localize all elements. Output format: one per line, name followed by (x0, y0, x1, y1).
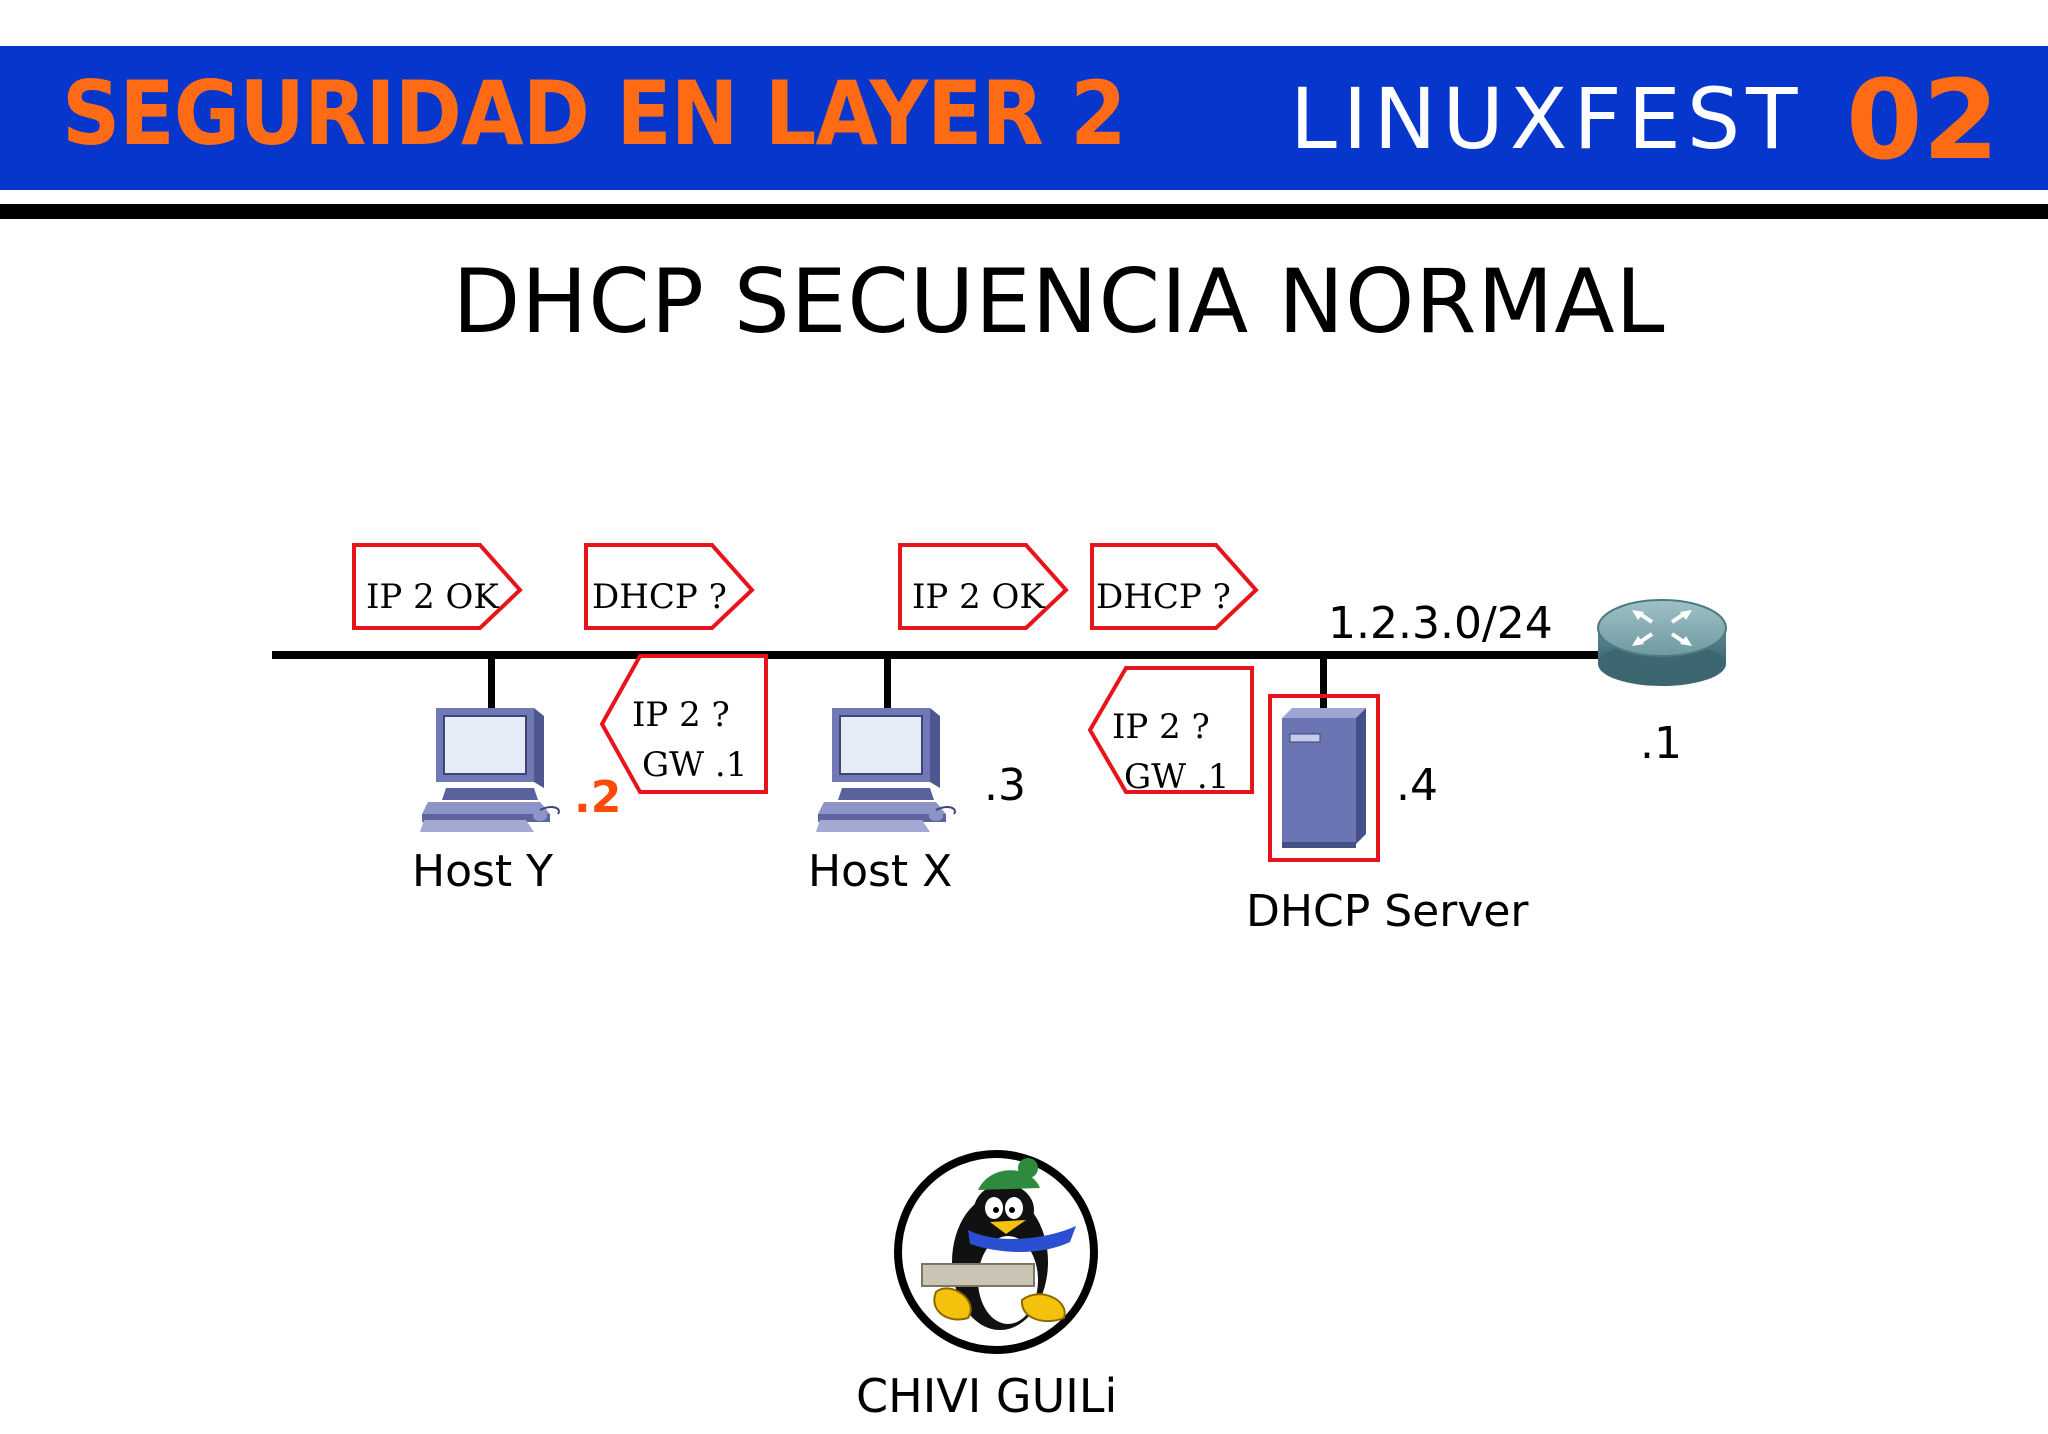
subnet-label: 1.2.3.0/24 (1328, 598, 1553, 649)
offer-tag-host-y (599, 654, 768, 794)
dhcp-server-icon (1268, 694, 1380, 862)
msg-host-x-ok: IP 2 OK (912, 577, 1045, 617)
offer-host-y-ip: IP 2 ? (632, 695, 730, 735)
offer-tag-server (1087, 666, 1254, 794)
dhcp-server-label: DHCP Server (1246, 886, 1529, 937)
footer-credit: CHIVI GUILi (856, 1369, 1117, 1423)
event-number: 02 (1846, 56, 2000, 184)
server-link (1320, 655, 1327, 711)
header-divider-thick (0, 204, 2048, 219)
router-address: .1 (1640, 718, 1682, 769)
host-y-label: Host Y (412, 846, 553, 897)
presentation-title: SEGURIDAD EN LAYER 2 (62, 62, 1127, 165)
router-icon (1597, 599, 1727, 686)
host-y-computer-icon (420, 708, 560, 832)
offer-host-y-gw: GW .1 (642, 745, 747, 785)
slide-title: DHCP SECUENCIA NORMAL (452, 250, 1666, 353)
header-banner (0, 46, 2048, 190)
offer-server-ip: IP 2 ? (1112, 707, 1210, 747)
event-name: LINUXFEST (1290, 70, 1804, 168)
msg-host-x-request: DHCP ? (1096, 577, 1231, 617)
host-y-address: .2 (574, 772, 621, 823)
host-x-label: Host X (808, 846, 952, 897)
message-tag-host-x-request (1090, 543, 1259, 630)
header-divider-thin (0, 192, 2048, 198)
host-x-link (884, 655, 891, 711)
server-address: .4 (1396, 760, 1438, 811)
message-tag-host-y-ok (352, 543, 523, 630)
server-highlight-box (1268, 694, 1380, 862)
offer-server-gw: GW .1 (1124, 757, 1229, 797)
message-tag-host-x-ok (898, 543, 1069, 630)
network-bus (272, 651, 1598, 659)
host-x-computer-icon (816, 708, 956, 832)
msg-host-y-request: DHCP ? (592, 577, 727, 617)
msg-host-y-ok: IP 2 OK (366, 577, 499, 617)
host-y-link (488, 655, 495, 711)
host-x-address: .3 (984, 760, 1026, 811)
penguin-mascot-logo (894, 1150, 1098, 1354)
message-tag-host-y-request (584, 543, 755, 630)
